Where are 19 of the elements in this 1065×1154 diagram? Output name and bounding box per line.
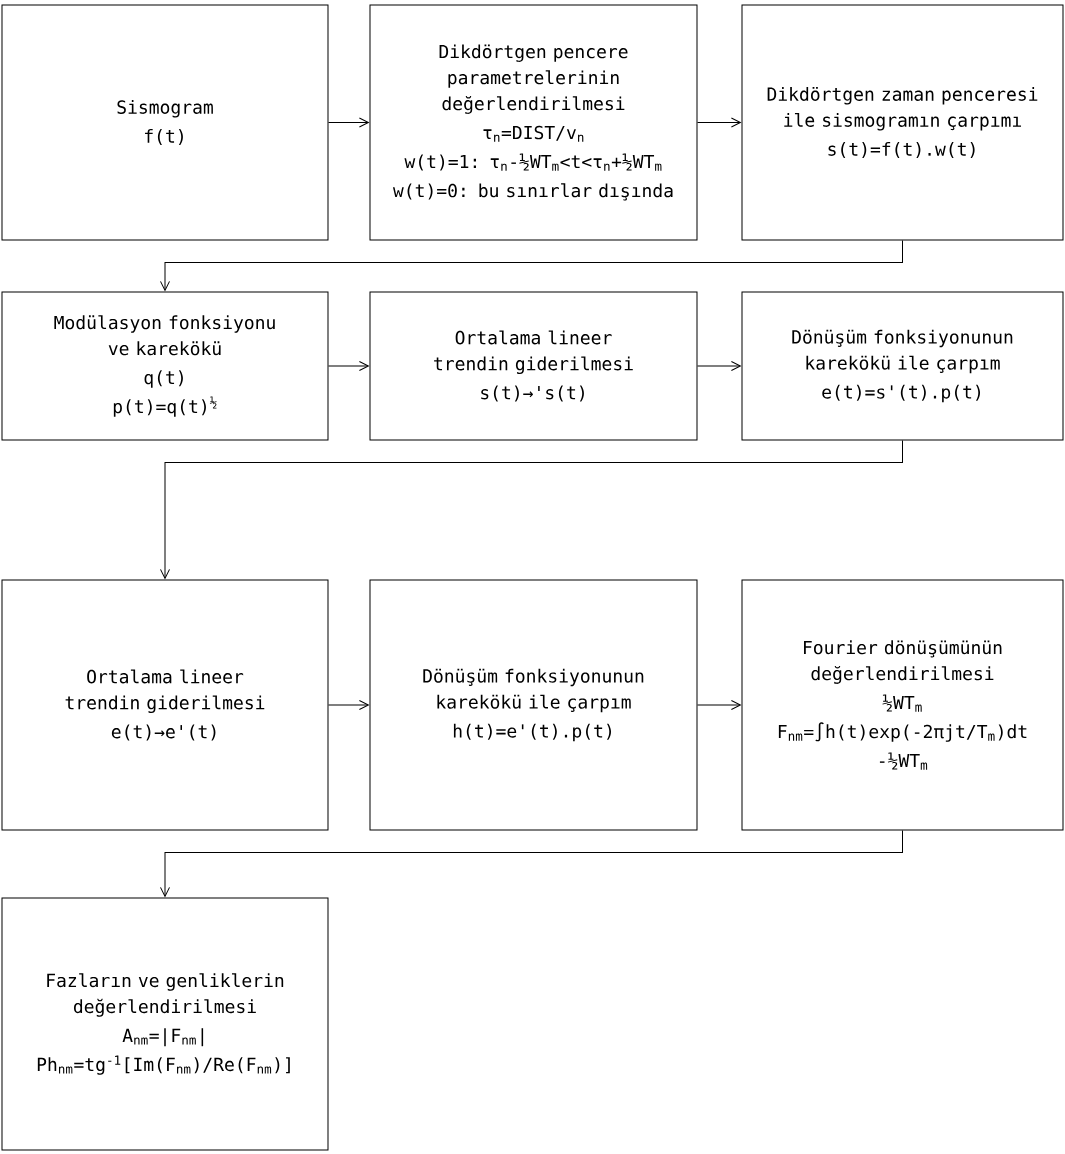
process-box: Dikdörtgen pencere parametrelerinin değerlendirilmesi τ$_{n}$=DIST/v$_{n}$ w(t)=1: τ$_{n}$-½WT$_{m}$<t<τ$_{n}$+½WT$_{m}$ w(t)=0: bu sınırlar dışında	[369, 4, 698, 241]
arrow	[160, 440, 903, 579]
process-box: Modülasyon fonksiyonu ve karekökü q(t) p(t)=q(t)$^{½}$	[1, 291, 329, 441]
process-box: Sismogram f(t)	[1, 4, 329, 241]
arrow	[697, 700, 741, 710]
process-box: Ortalama lineer trendin giderilmesi e(t)→e'(t)	[1, 579, 329, 831]
arrow	[328, 117, 369, 128]
arrow	[328, 361, 369, 371]
process-box: Dönüşüm fonksiyonunun karekökü ile çarpım e(t)=s'(t).p(t)	[741, 291, 1064, 441]
process-box: Dönüşüm fonksiyonunun karekökü ile çarpım h(t)=e'(t).p(t)	[369, 579, 698, 831]
process-box: Ortalama lineer trendin giderilmesi s(t)→'s(t)	[369, 291, 698, 441]
arrow	[697, 117, 741, 128]
arrow	[328, 700, 369, 710]
arrow	[697, 361, 741, 371]
process-box: Fourier dönüşümünün değerlendirilmesi ½WT$_{m}$ F$_{nm}$=∫h(t)exp(-2πjt/T$_{m}$)dt -½WT$_{m}$	[741, 579, 1064, 831]
arrow	[160, 830, 903, 897]
arrow	[160, 240, 903, 291]
process-box: Fazların ve genliklerin değerlendirilmesi A$_{nm}$=|F$_{nm}$| Ph$_{nm}$=tg$^{-1}$[Im(F$_{nm}$)/Re(F$_{nm}$)]	[1, 897, 329, 1151]
process-box: Dikdörtgen zaman penceresi ile sismogramın çarpımı s(t)=f(t).w(t)	[741, 4, 1064, 241]
